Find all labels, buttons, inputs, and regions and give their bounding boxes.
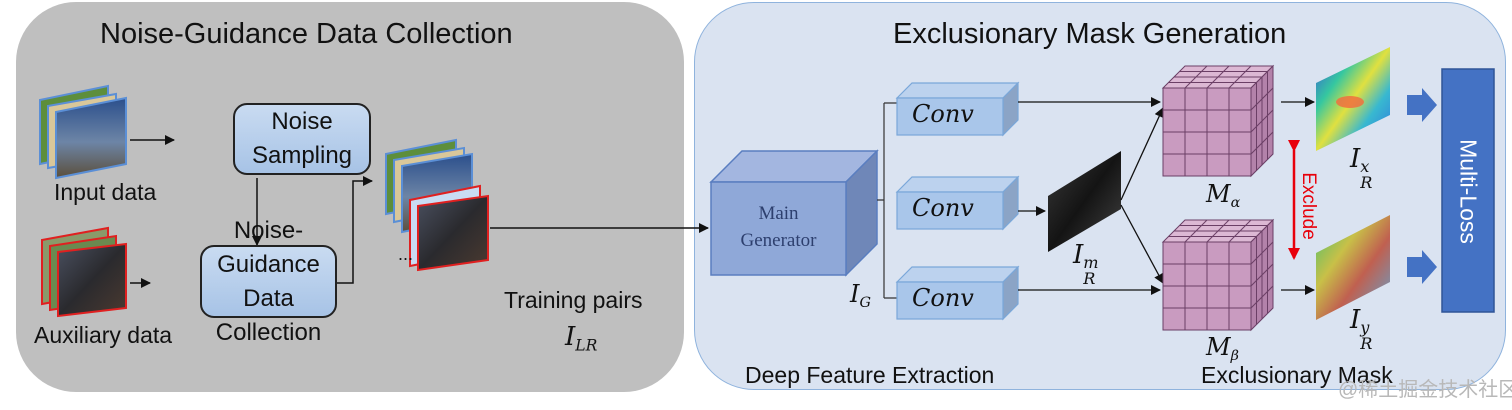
cube-grid-line bbox=[1228, 219, 1252, 243]
m-alpha-symbol: Mα bbox=[1206, 180, 1240, 211]
ilr-sub: LR bbox=[575, 336, 598, 355]
multi-loss-label: Multi-Loss bbox=[1455, 139, 1482, 244]
irm-sup: m bbox=[1083, 252, 1099, 272]
main-generator-line2: Generator bbox=[740, 230, 817, 251]
watermark: @稀土掘金技术社区 bbox=[1338, 379, 1512, 401]
arrow-irm-to-mbeta bbox=[1120, 204, 1164, 284]
main-generator-label: Main Generator bbox=[711, 200, 846, 254]
conv-block-3 bbox=[895, 265, 1020, 321]
iry-base: I bbox=[1350, 305, 1361, 335]
cube-grid-line bbox=[1250, 263, 1274, 287]
collection-line2: Data Collection bbox=[215, 284, 322, 346]
deep-feature-label: Deep Feature Extraction bbox=[745, 362, 995, 388]
noise-sampling-line1: Noise bbox=[271, 108, 333, 135]
m-beta-base: M bbox=[1206, 333, 1231, 361]
cube-grid-line bbox=[1250, 285, 1274, 309]
noise-sampling-line2: Sampling bbox=[251, 142, 353, 169]
training-pairs-label: Training pairs bbox=[504, 287, 643, 313]
multi-loss-box bbox=[1441, 68, 1495, 313]
block-arrow-top bbox=[1407, 88, 1437, 122]
conv-block-2 bbox=[895, 175, 1020, 231]
noise-guidance-panel bbox=[16, 2, 684, 392]
m-alpha-cube bbox=[1161, 64, 1275, 178]
main-generator-line1: Main bbox=[758, 203, 799, 224]
iry-sub: R bbox=[1360, 333, 1373, 353]
ig-base: I bbox=[850, 280, 860, 308]
left-panel-title: Noise-Guidance Data Collection bbox=[100, 18, 513, 50]
input-data-label: Input data bbox=[54, 179, 157, 205]
cube-grid-line bbox=[1250, 131, 1274, 155]
conv-label-3: Conv bbox=[912, 284, 974, 312]
conv-label-1: Conv bbox=[912, 100, 974, 128]
irx-base: I bbox=[1350, 144, 1361, 174]
cube-grid-line bbox=[1228, 65, 1252, 89]
m-beta-sub: β bbox=[1230, 348, 1239, 365]
arrow-irm-to-malpha bbox=[1120, 107, 1164, 201]
ilr-symbol: ILR bbox=[565, 322, 597, 354]
auxiliary-data-label: Auxiliary data bbox=[34, 322, 173, 348]
m-alpha-sub: α bbox=[1230, 195, 1241, 212]
ig-symbol: IG bbox=[850, 280, 871, 311]
branch-bracket bbox=[877, 102, 897, 299]
conv-block-1 bbox=[895, 81, 1020, 137]
irm-sub: R bbox=[1083, 268, 1096, 288]
cube-grid-line bbox=[1250, 109, 1274, 133]
conv-label-2: Conv bbox=[912, 194, 974, 222]
ilr-base: I bbox=[565, 322, 576, 352]
irm-image bbox=[1048, 151, 1121, 252]
main-generator-cube bbox=[709, 149, 879, 277]
irm-base: I bbox=[1073, 240, 1084, 270]
exclusionary-mask-label: Exclusionary Mask bbox=[1201, 362, 1393, 388]
input-data-images bbox=[39, 84, 127, 180]
collection-line1: Noise-Guidance bbox=[217, 216, 320, 278]
right-panel-title: Exclusionary Mask Generation bbox=[893, 18, 1287, 50]
training-pairs-images bbox=[385, 138, 489, 272]
iry-sup: y bbox=[1360, 317, 1370, 337]
m-beta-cube bbox=[1161, 218, 1275, 332]
block-arrow-bottom bbox=[1407, 250, 1437, 284]
m-alpha-base: M bbox=[1206, 180, 1231, 208]
arrow-collection-to-training bbox=[337, 176, 373, 284]
training-ellipsis: ... bbox=[398, 244, 414, 264]
irx-sup: x bbox=[1360, 156, 1370, 176]
m-beta-symbol: Mβ bbox=[1206, 333, 1239, 364]
iry-heatmap bbox=[1316, 215, 1390, 320]
exclude-label: Exclude bbox=[1298, 172, 1319, 240]
irx-hotspot bbox=[1336, 96, 1364, 108]
auxiliary-data-images bbox=[41, 226, 127, 318]
irx-sub: R bbox=[1360, 172, 1373, 192]
ig-sub: G bbox=[859, 295, 871, 312]
